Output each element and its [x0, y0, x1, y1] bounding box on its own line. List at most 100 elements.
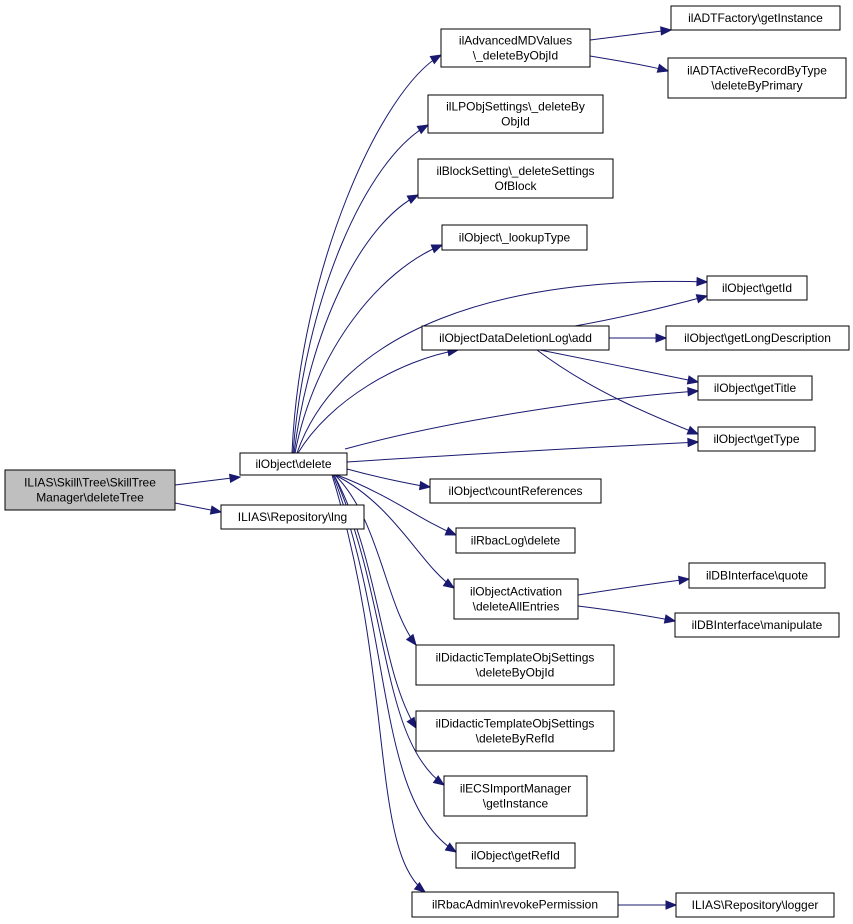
edge-objdel-to-getid	[296, 280, 708, 454]
node-label-dbquote-line-0: ilDBInterface\quote	[706, 569, 808, 583]
node-adtar[interactable]: ilADTActiveRecordByType\deleteByPrimary	[667, 57, 847, 99]
edge-objdel-to-gettype	[346, 441, 699, 463]
edge-objdel-to-amd	[291, 54, 442, 454]
edge-dellog-to-gettype	[536, 349, 699, 435]
node-replogger[interactable]: ILIAS\Repository\logger	[675, 892, 835, 918]
node-getrefid[interactable]: ilObject\getRefId	[455, 842, 576, 869]
node-box-objact[interactable]	[453, 578, 579, 620]
node-label-didobj-line-1: \deleteByObjId	[476, 666, 555, 680]
node-label-ecs-line-1: \getInstance	[483, 797, 549, 811]
arrowhead-objdel-to-lookup	[430, 244, 444, 254]
node-label-getid-line-0: ilObject\getId	[722, 281, 792, 295]
node-label-lpobj-line-1: ObjId	[501, 115, 530, 129]
node-rbacadmin[interactable]: ilRbacAdmin\revokePermission	[411, 891, 619, 918]
node-ecs[interactable]: ilECSImportManager\getInstance	[443, 775, 588, 817]
arrowhead-objdel-to-rbaclog	[444, 526, 458, 536]
node-gettitle[interactable]: ilObject\getTitle	[697, 375, 813, 401]
node-root[interactable]: ILIAS\Skill\Tree\SkillTreeManager\delete…	[4, 469, 176, 511]
node-box-didobj[interactable]	[415, 644, 615, 686]
arrowhead-objdel-to-objact	[442, 578, 456, 589]
node-objact[interactable]: ilObjectActivation\deleteAllEntries	[453, 578, 579, 620]
node-getlong[interactable]: ilObject\getLongDescription	[665, 325, 850, 351]
arrowhead-objact-to-dbmanip	[663, 614, 677, 624]
node-box-gettitle[interactable]	[697, 375, 813, 401]
node-label-rbacadmin-line-0: ilRbacAdmin\revokePermission	[432, 898, 598, 912]
arrowhead-objdel-to-getid	[696, 276, 709, 287]
arrowhead-objdel-to-getrefid	[444, 842, 458, 853]
node-label-adtar-line-1: \deleteByPrimary	[711, 79, 802, 93]
node-box-adtar[interactable]	[667, 57, 847, 99]
edge-objdel-to-dellog	[297, 349, 459, 454]
node-box-replng[interactable]	[220, 504, 365, 530]
node-lookup[interactable]: ilObject\_lookupType	[441, 224, 588, 251]
edge-objdel-to-lpobj	[292, 124, 429, 454]
node-replng[interactable]: ILIAS\Repository\lng	[220, 504, 365, 530]
node-label-didref-line-0: ilDidacticTemplateObjSettings	[436, 717, 595, 731]
node-label-adtar-line-0: ilADTActiveRecordByType	[687, 64, 827, 78]
node-label-dbmanip-line-0: ilDBInterface\manipulate	[692, 618, 823, 632]
node-gettype[interactable]: ilObject\getType	[697, 426, 816, 452]
node-box-dbquote[interactable]	[688, 562, 826, 589]
node-box-getid[interactable]	[706, 275, 808, 301]
node-box-rbaclog[interactable]	[455, 527, 576, 554]
node-label-blockset-line-1: OfBlock	[494, 179, 537, 193]
node-box-getrefid[interactable]	[455, 842, 576, 869]
node-label-dellog-line-0: ilObjectDataDeletionLog\add	[439, 331, 592, 345]
arrowhead-dellog-to-getid	[695, 294, 709, 304]
node-label-getlong-line-0: ilObject\getLongDescription	[684, 331, 831, 345]
node-didobj[interactable]: ilDidacticTemplateObjSettings\deleteByOb…	[415, 644, 615, 686]
arrowhead-rbacadmin-to-replogger	[665, 900, 678, 910]
node-countref[interactable]: ilObject\countReferences	[429, 478, 602, 504]
arrowhead-root-to-replng	[209, 505, 223, 515]
node-box-amd[interactable]	[440, 28, 591, 68]
node-dellog[interactable]: ilObjectDataDeletionLog\add	[421, 325, 610, 351]
node-box-gettype[interactable]	[697, 426, 816, 452]
node-box-root[interactable]	[4, 469, 176, 511]
node-box-rbacadmin[interactable]	[411, 891, 619, 918]
node-box-countref[interactable]	[429, 478, 602, 504]
node-box-dbmanip[interactable]	[674, 612, 840, 638]
node-label-objact-line-1: \deleteAllEntries	[473, 600, 560, 614]
nodes: ILIAS\Skill\Tree\SkillTreeManager\delete…	[4, 5, 850, 918]
node-box-adtfact[interactable]	[670, 5, 841, 31]
node-box-lookup[interactable]	[441, 224, 588, 251]
node-box-lpobj[interactable]	[427, 94, 604, 134]
edge-objdel-to-objact	[334, 474, 455, 589]
node-label-replogger-line-0: ILIAS\Repository\logger	[692, 898, 819, 912]
arrowhead-objdel-to-didobj	[405, 633, 417, 647]
edge-objdel-to-rbacadmin	[331, 474, 426, 893]
node-label-root-line-0: ILIAS\Skill\Tree\SkillTree	[24, 476, 156, 490]
arrowhead-amd-to-adtar	[656, 63, 670, 73]
node-adtfact[interactable]: ilADTFactory\getInstance	[670, 5, 841, 31]
node-label-adtfact-line-0: ilADTFactory\getInstance	[688, 11, 823, 25]
arrowhead-objdel-to-rbacadmin	[413, 881, 427, 893]
node-label-didobj-line-0: ilDidacticTemplateObjSettings	[436, 651, 595, 665]
arrowhead-dellog-to-getlong	[655, 333, 668, 343]
arrowhead-dellog-to-gettype	[686, 425, 700, 435]
node-amd[interactable]: ilAdvancedMDValues\_deleteByObjId	[440, 28, 591, 68]
arrowhead-objdel-to-ecs	[432, 775, 446, 786]
node-box-dellog[interactable]	[421, 325, 610, 351]
node-didref[interactable]: ilDidacticTemplateObjSettings\deleteByRe…	[415, 710, 615, 752]
node-box-blockset[interactable]	[417, 158, 614, 199]
node-label-blockset-line-0: ilBlockSetting\_deleteSettings	[436, 164, 594, 178]
node-objdel[interactable]: ilObject\delete	[239, 452, 348, 476]
arrowhead-dellog-to-gettitle	[686, 375, 700, 385]
node-dbquote[interactable]: ilDBInterface\quote	[688, 562, 826, 589]
node-label-root-line-1: Manager\deleteTree	[36, 491, 144, 505]
node-box-replogger[interactable]	[675, 892, 835, 918]
arrowhead-amd-to-adtfact	[660, 26, 673, 36]
node-box-didref[interactable]	[415, 710, 615, 752]
node-box-getlong[interactable]	[665, 325, 850, 351]
edge-dellog-to-getid	[574, 295, 708, 327]
node-getid[interactable]: ilObject\getId	[706, 275, 808, 301]
node-lpobj[interactable]: ilLPObjSettings\_deleteByObjId	[427, 94, 604, 134]
node-label-objact-line-0: ilObjectActivation	[470, 585, 562, 599]
edge-objdel-to-gettitle	[344, 390, 699, 450]
node-box-ecs[interactable]	[443, 775, 588, 817]
node-rbaclog[interactable]: ilRbacLog\delete	[455, 527, 576, 554]
edge-root-to-objdel	[174, 476, 241, 486]
node-dbmanip[interactable]: ilDBInterface\manipulate	[674, 612, 840, 638]
node-box-objdel[interactable]	[239, 452, 348, 476]
